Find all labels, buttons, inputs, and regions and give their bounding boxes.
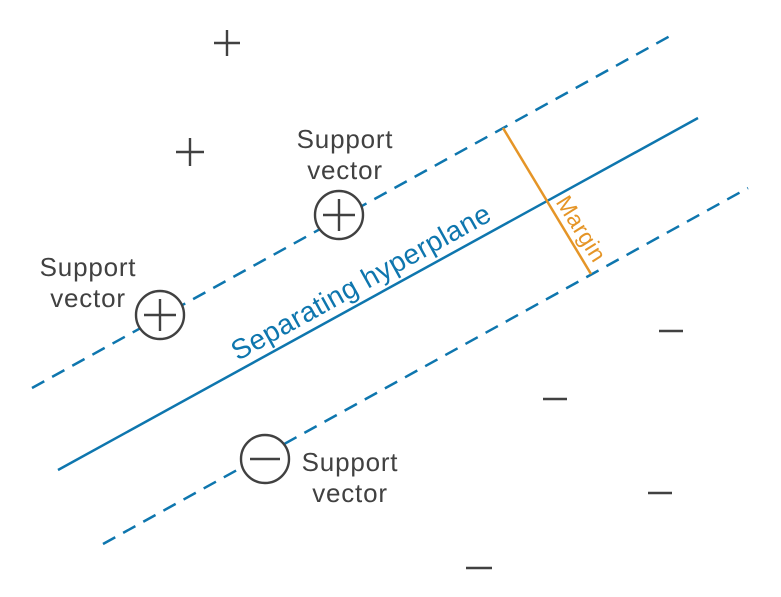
support-vector-label-top-line1: Support — [296, 124, 394, 154]
plus-marker — [176, 138, 204, 166]
support-vector-label-top-line2: vector — [307, 155, 383, 185]
lower-margin-boundary-line — [102, 186, 749, 546]
support-vector-label-left: Support vector — [40, 252, 137, 314]
upper-margin-boundary-line — [31, 34, 671, 390]
support-vector-plus-symbol — [144, 299, 176, 331]
separating-hyperplane-line — [57, 116, 699, 472]
plus-marker — [214, 30, 240, 56]
support-vector-plus-symbol — [323, 199, 355, 231]
support-vector-label-bottom-line1: Support — [301, 447, 399, 477]
support-vector-label-top: Support vector — [297, 124, 394, 186]
support-vector-label-left-line2: vector — [50, 283, 126, 313]
support-vector-label-bottom: Support vector — [302, 447, 399, 509]
support-vector-label-bottom-line2: vector — [312, 478, 388, 508]
margin-width-line — [501, 127, 593, 275]
support-vector-label-left-line1: Support — [39, 252, 137, 282]
